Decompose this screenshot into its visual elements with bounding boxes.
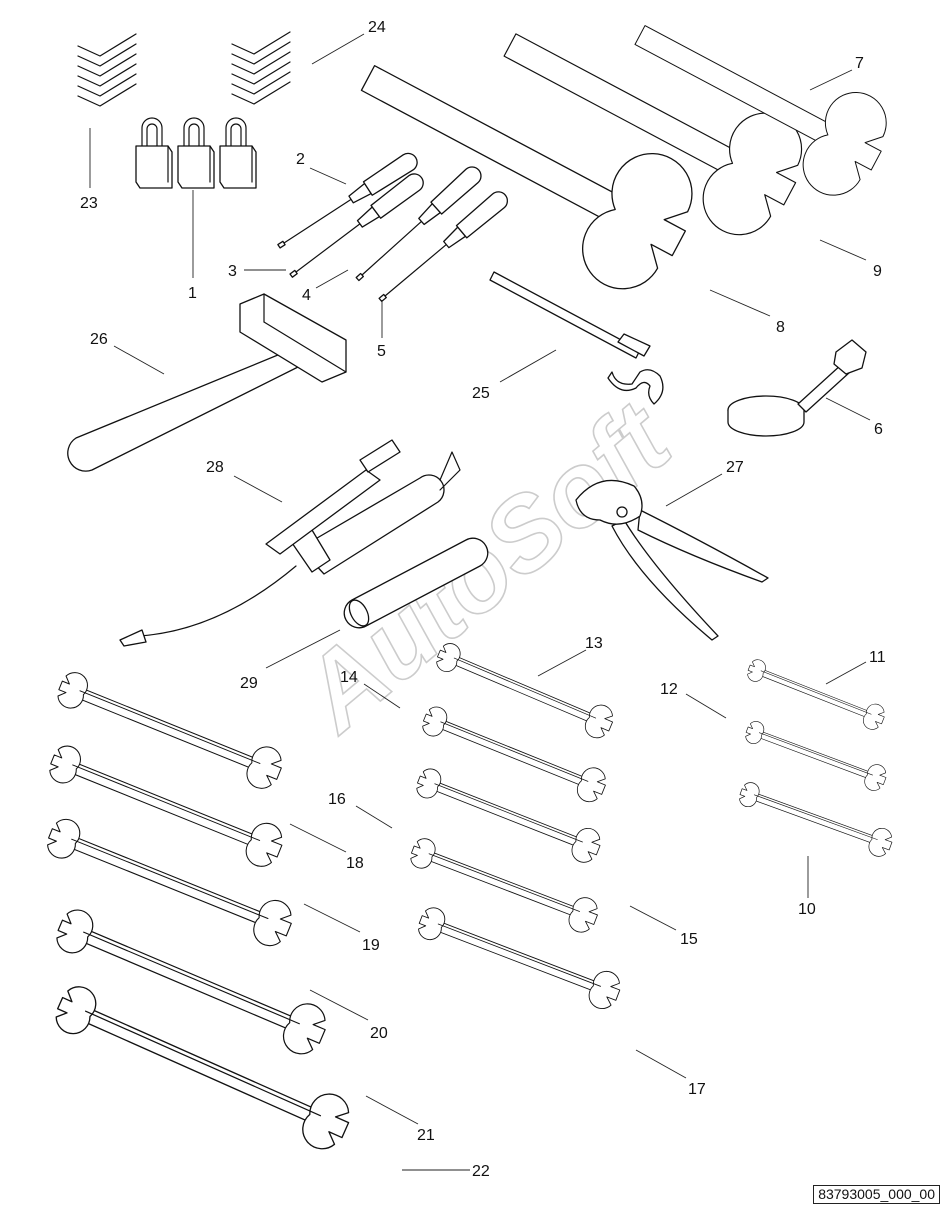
callout-6: 6 — [874, 421, 883, 438]
callout-14: 14 — [340, 669, 358, 686]
hammer-26 — [67, 293, 347, 472]
callout-8: 8 — [776, 319, 785, 336]
callout-3: 3 — [228, 263, 237, 280]
callout-13: 13 — [585, 635, 603, 652]
callout-5: 5 — [377, 343, 386, 360]
callout-2: 2 — [296, 151, 305, 168]
callout-1: 1 — [188, 285, 197, 302]
callout-4: 4 — [302, 287, 311, 304]
grease-gun-28 — [119, 439, 461, 647]
callout-21: 21 — [417, 1127, 435, 1144]
reference-code: 83793005_000_00 — [813, 1185, 940, 1204]
wrench-12 — [742, 716, 890, 794]
callout-labels: 23 24 1 2 3 4 5 7 8 9 25 6 26 28 27 29 1… — [80, 19, 886, 1180]
callout-23: 23 — [80, 195, 98, 212]
callout-24: 24 — [368, 19, 386, 36]
grease-cartridge-29 — [343, 537, 489, 629]
leader-lines — [89, 33, 871, 1171]
callout-29: 29 — [240, 675, 258, 692]
callout-16: 16 — [328, 791, 346, 808]
wrench-13 — [431, 637, 618, 743]
callout-26: 26 — [90, 331, 108, 348]
hex-key-set-24 — [231, 31, 291, 105]
callout-20: 20 — [370, 1025, 388, 1042]
padlocks — [135, 117, 257, 189]
callout-9: 9 — [873, 263, 882, 280]
callout-22: 22 — [472, 1163, 490, 1180]
clamp-tool-25 — [489, 271, 664, 405]
callout-17: 17 — [688, 1081, 706, 1098]
callout-11: 11 — [869, 649, 886, 666]
callout-25: 25 — [472, 385, 490, 402]
callout-27: 27 — [726, 459, 744, 476]
callout-19: 19 — [362, 937, 380, 954]
callout-7: 7 — [855, 55, 864, 72]
callout-15: 15 — [680, 931, 698, 948]
hex-key-set-23 — [77, 33, 137, 107]
callout-18: 18 — [346, 855, 364, 872]
callout-10: 10 — [798, 901, 816, 918]
hose-clamp-6 — [727, 339, 867, 437]
callout-12: 12 — [660, 681, 678, 698]
callout-28: 28 — [206, 459, 224, 476]
screwdrivers — [273, 149, 512, 308]
pliers-27 — [575, 479, 769, 641]
wrench-11 — [744, 655, 888, 733]
watermark: AutoSoft — [278, 379, 694, 755]
